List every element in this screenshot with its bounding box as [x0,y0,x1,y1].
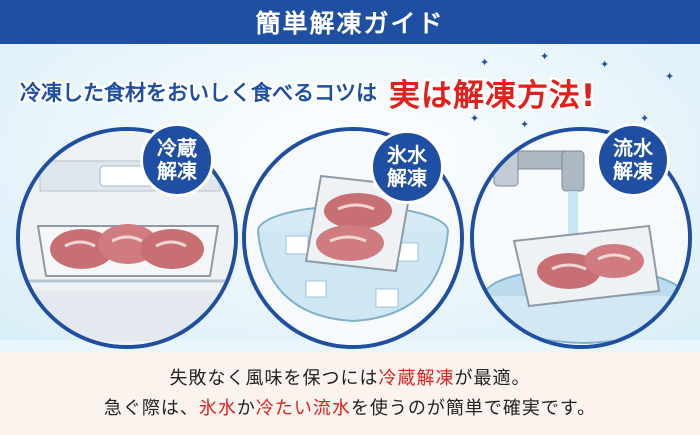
title-bar: 簡単解凍ガイド [0,0,700,44]
method-badge-ice-water: 氷水 解凍 [370,130,444,204]
sparkle-icon: ✦ [665,70,675,83]
footer-line-2: 急ぐ際は、氷水か冷たい流水を使うのが簡単で確実です。 [104,394,596,424]
badge-label-line2: 解凍 [387,166,427,190]
footer-highlight: 冷蔵解凍 [378,367,455,389]
footer-text-part: か [236,397,256,419]
footer-text: 失敗なく風味を保つには冷蔵解凍が最適。 急ぐ際は、氷水か冷たい流水を使うのが簡単… [0,352,700,435]
badge-label-line2: 解凍 [157,159,197,183]
badge-label-line1: 流水 [613,136,653,160]
sparkle-icon: ✦ [520,118,530,131]
footer-text-part: を使うのが簡単で確実です。 [350,397,597,419]
footer-text-part: 失敗なく風味を保つには [169,367,379,389]
sparkle-icon: ✦ [480,56,490,69]
footer-highlight: 冷たい流水 [255,397,351,419]
headline: 冷凍した食材をおいしく食べるコツは 実は解凍方法! [20,70,596,114]
sparkle-icon: ✦ [540,50,550,63]
footer-text-part: 急ぐ際は、 [103,397,199,419]
method-badge-running-water: 流水 解凍 [596,123,670,197]
badge-label-line1: 冷蔵 [157,136,197,160]
sparkle-icon: ✦ [470,112,480,125]
headline-accent: 実は解凍方法! [389,77,597,114]
page-title: 簡単解凍ガイド [255,9,445,38]
sparkle-icon: ✦ [600,58,610,71]
footer-text-part: が最適。 [454,367,531,389]
method-badge-refrigerator: 冷蔵 解凍 [140,123,214,197]
footer-line-1: 失敗なく風味を保つには冷蔵解凍が最適。 [170,364,531,394]
footer-highlight: 氷水 [198,397,237,419]
sparkle-icon: ✦ [640,112,650,125]
badge-label-line2: 解凍 [613,159,653,183]
headline-lead: 冷凍した食材をおいしく食べるコツは [20,81,377,105]
badge-label-line1: 氷水 [387,143,427,167]
